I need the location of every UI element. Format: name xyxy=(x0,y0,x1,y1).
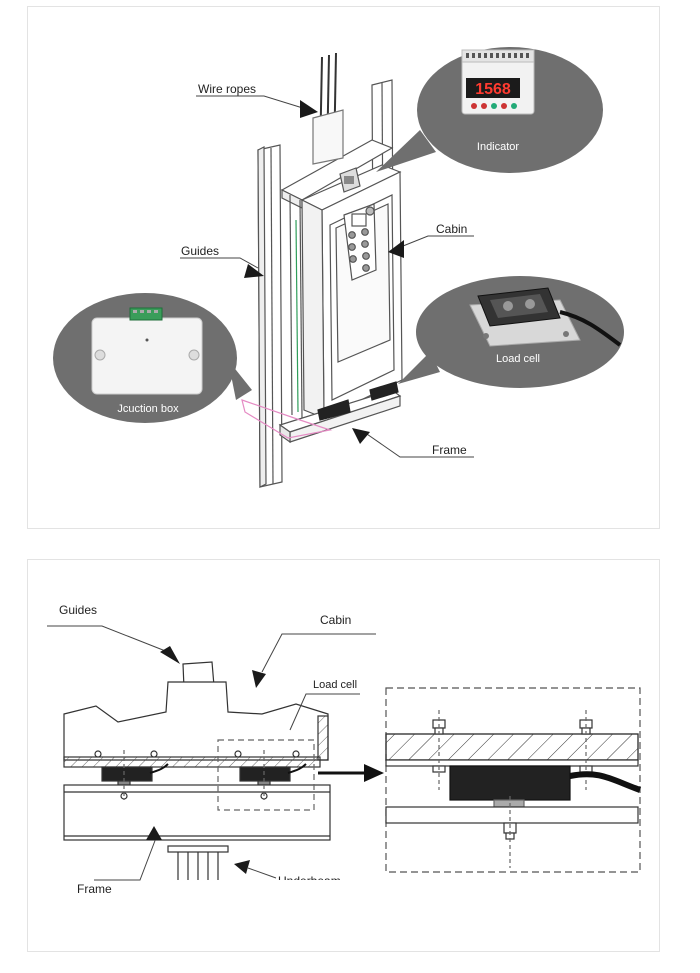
indicator-readout: 1568 xyxy=(475,81,511,98)
load-cell-device xyxy=(469,287,622,347)
junction-outline xyxy=(241,399,333,439)
indicator-label: Indicator xyxy=(477,141,520,153)
junction-box-bubble: Jcuction box xyxy=(53,293,252,423)
cross-section-diagram xyxy=(63,661,331,880)
bottom-callout-lines xyxy=(47,625,376,881)
cabin-section xyxy=(63,681,329,761)
load-cell-block-2 xyxy=(369,381,399,401)
frame-section-label: Frame xyxy=(77,882,112,896)
left-guide-rail xyxy=(257,144,283,488)
indicator-device: 1568 xyxy=(461,49,535,115)
guides-arrow xyxy=(244,264,264,278)
guides-section-arrow xyxy=(160,646,180,664)
cabin-section-arrow xyxy=(252,670,266,688)
frame-label: Frame xyxy=(432,443,467,457)
indicator-bubble: 1568 Indicator xyxy=(376,47,603,173)
detail-arrow xyxy=(318,764,384,782)
underbeam-section xyxy=(167,845,229,880)
underbeam-section-arrow xyxy=(234,860,250,874)
elevator-3d-illustration xyxy=(241,52,403,488)
underbeam-label-clip: Underbeam xyxy=(278,874,341,888)
detail-callout-box xyxy=(217,739,315,811)
detail-load-cell xyxy=(449,765,571,801)
frame-section-arrow xyxy=(146,826,162,840)
green-signal-cable xyxy=(295,219,299,413)
load-cell-label: Load cell xyxy=(496,353,540,365)
junction-box-device xyxy=(91,307,203,395)
load-cell-section-label: Load cell xyxy=(313,679,357,691)
cabin-floor-hatched xyxy=(63,756,321,768)
cabin-box xyxy=(300,164,403,419)
cabin-label: Cabin xyxy=(436,222,467,236)
junction-box-label: Jcuction box xyxy=(117,403,179,415)
section-load-cell-2 xyxy=(239,766,291,782)
load-cell-block-1 xyxy=(317,399,351,421)
cabin-section-label: Cabin xyxy=(320,613,351,627)
frame-beam xyxy=(63,784,331,841)
wire-ropes-label: Wire ropes xyxy=(198,82,256,96)
load-cell-bubble: Load cell xyxy=(398,276,624,388)
section-load-cell-1 xyxy=(101,766,153,782)
underbeam-section-label: Underbeam xyxy=(278,874,341,888)
guides-label: Guides xyxy=(181,244,219,258)
detail-top-plate xyxy=(385,733,639,761)
mini-indicator-box xyxy=(339,167,361,193)
cabin-arrow xyxy=(388,240,404,258)
frame-arrow xyxy=(352,428,370,444)
wire-ropes-arrow xyxy=(300,100,318,118)
top-callout-lines xyxy=(180,95,474,458)
guides-section-label: Guides xyxy=(59,603,97,617)
detail-enlargement xyxy=(385,687,642,873)
detail-bottom-plate xyxy=(385,806,639,824)
